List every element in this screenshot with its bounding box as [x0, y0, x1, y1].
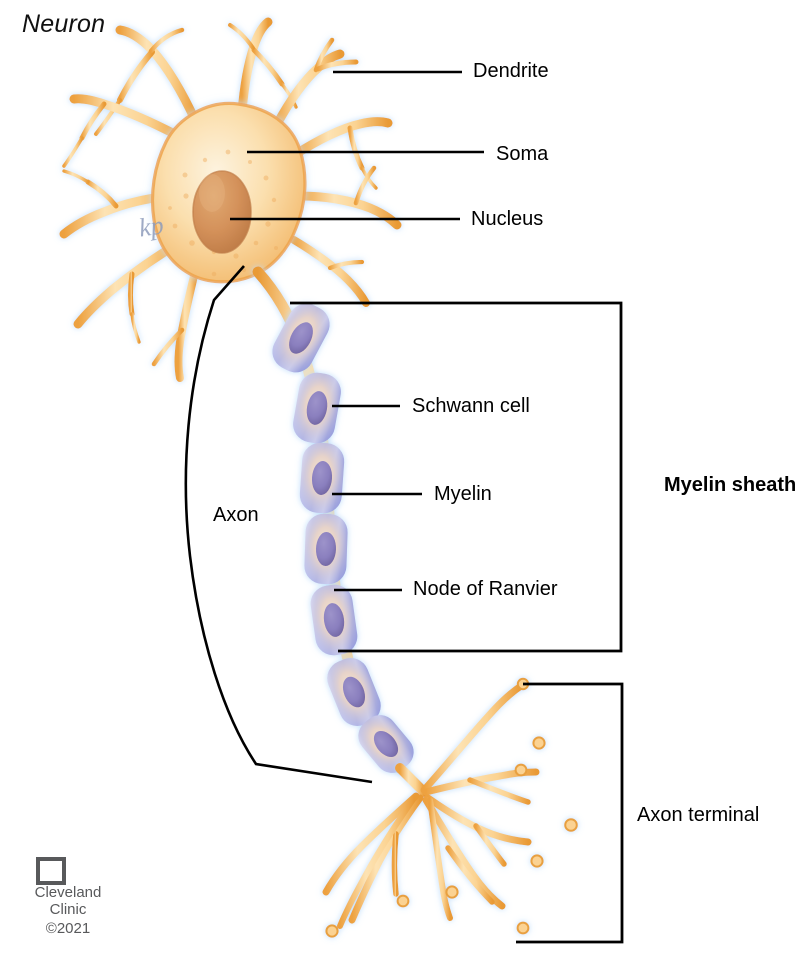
label-node-of-ranvier: Node of Ranvier — [413, 578, 558, 600]
axon-with-myelin — [252, 266, 414, 774]
cleveland-clinic-credit: Cleveland Clinic ©2021 — [31, 857, 161, 938]
axon-bracket — [184, 265, 373, 784]
copyright-text: ©2021 — [45, 919, 91, 937]
label-nucleus: Nucleus — [471, 208, 544, 230]
bracket-group — [184, 265, 624, 944]
label-axon-terminal: Axon terminal — [637, 804, 760, 826]
label-dendrite: Dendrite — [473, 60, 549, 82]
page-title: Neuron — [22, 10, 106, 38]
terminal-bouton-group — [325, 677, 578, 938]
soma — [150, 101, 307, 284]
myelin-segment-group — [272, 303, 414, 773]
leader-line-group — [230, 70, 484, 592]
logo-text-line2: Clinic — [49, 900, 87, 918]
myelin-sheath-bracket — [290, 301, 623, 653]
label-myelin-sheath: Myelin sheath — [664, 474, 797, 496]
axon-terminal-bracket — [516, 682, 624, 944]
cleveland-clinic-corner-brackets-icon — [36, 857, 66, 885]
artist-signature: kp — [137, 210, 166, 243]
label-myelin: Myelin — [434, 483, 492, 505]
label-schwann-cell: Schwann cell — [412, 395, 530, 417]
logo-text-line1: Cleveland — [34, 884, 102, 901]
axon-terminal — [322, 677, 578, 938]
label-soma: Soma — [496, 143, 549, 165]
label-axon: Axon — [213, 504, 259, 526]
nucleus — [192, 170, 252, 254]
